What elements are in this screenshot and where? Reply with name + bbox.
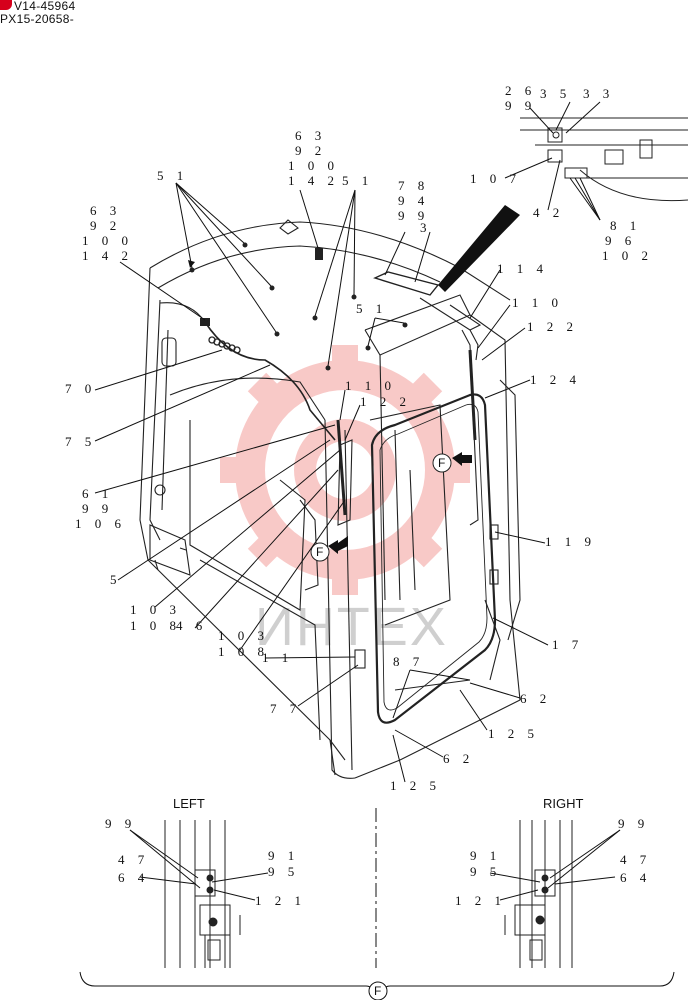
callout-100: 1 0 0 (288, 158, 339, 173)
callout-125: 1 2 5 (488, 726, 539, 741)
detail-callout-64: 6 4 (620, 870, 651, 885)
drawing-number-1: V14-45964 (14, 0, 76, 13)
callout-78: 7 8 (398, 178, 429, 193)
detail-callout-47: 4 7 (118, 852, 149, 867)
callout-87: 8 7 (393, 654, 424, 669)
callout-labels: 2 6 9 9 3 5 3 3 1 0 7 4 2 8 1 9 6 1 0 2 … (65, 83, 653, 793)
detail-callout-47: 4 7 (620, 852, 651, 867)
callout-33: 3 3 (583, 86, 614, 101)
callout-11: 1 1 (262, 650, 293, 665)
callout-99: 9 9 (82, 501, 113, 516)
callout-96: 9 6 (605, 233, 636, 248)
detail-callout-91: 9 1 (268, 848, 299, 863)
callout-17: 1 7 (552, 637, 583, 652)
callout-108: 1 0 8 (130, 618, 181, 633)
detail-callouts: 9 9 4 7 6 4 9 1 9 5 1 2 1 9 1 9 5 1 2 1 … (105, 816, 651, 908)
cab-structure (139, 219, 521, 779)
detail-callout-121: 1 2 1 (255, 893, 306, 908)
callout-142: 1 4 2 (288, 173, 339, 188)
detail-callout-91: 9 1 (470, 848, 501, 863)
callout-106: 1 0 6 (75, 516, 126, 531)
callout-62: 6 2 (520, 691, 551, 706)
callout-142: 1 4 2 (82, 248, 133, 263)
view-ref-f-b: F (316, 545, 323, 559)
brand-logo-icon (0, 0, 12, 10)
callout-35: 3 5 (540, 86, 571, 101)
callout-63: 6 3 (90, 203, 121, 218)
callout-62: 6 2 (443, 751, 474, 766)
callout-3: 3 (420, 220, 432, 235)
inset-detail-top (520, 117, 688, 202)
callout-107: 1 0 7 (470, 171, 521, 186)
view-ref-f-a: F (438, 456, 445, 470)
callout-26: 2 6 (505, 83, 536, 98)
callout-99: 9 9 (398, 208, 429, 223)
callout-81: 8 1 (610, 218, 641, 233)
detail-callout-64: 6 4 (118, 870, 149, 885)
callout-125: 1 2 5 (390, 778, 441, 793)
detail-right-title: RIGHT (543, 796, 584, 811)
callout-46: 4 6 (176, 618, 207, 633)
callout-110: 1 1 0 (345, 378, 396, 393)
callout-108: 1 0 8 (218, 644, 269, 659)
detail-right-drawing (504, 820, 573, 968)
callout-70: 7 0 (65, 381, 96, 396)
callout-110: 1 1 0 (512, 295, 563, 310)
callout-103: 1 0 3 (130, 602, 181, 617)
callout-122: 1 2 2 (360, 394, 411, 409)
callout-5: 5 (110, 572, 122, 587)
callout-94: 9 4 (398, 193, 429, 208)
callout-124: 1 2 4 (530, 372, 581, 387)
callout-100: 1 0 0 (82, 233, 133, 248)
callout-75: 7 5 (65, 434, 96, 449)
callout-102: 1 0 2 (602, 248, 653, 263)
detail-leader-lines (129, 829, 621, 901)
callout-42: 4 2 (533, 205, 564, 220)
detail-callout-121: 1 2 1 (455, 893, 506, 908)
callout-77: 7 7 (270, 701, 301, 716)
detail-left-drawing (164, 820, 241, 968)
callout-63: 6 3 (295, 128, 326, 143)
connector-cluster (208, 336, 241, 354)
watermark-text: ИНТЕХ (255, 597, 448, 657)
callout-92: 9 2 (90, 218, 121, 233)
callout-51: 5 1 (356, 301, 387, 316)
callout-103: 1 0 3 (218, 628, 269, 643)
detail-ref-circle-icon (368, 981, 388, 1000)
detail-left-title: LEFT (173, 796, 205, 811)
detail-ref-letter: F (374, 984, 381, 998)
callout-92: 9 2 (295, 143, 326, 158)
arrowhead (188, 260, 195, 268)
leader-lines (94, 101, 601, 783)
callout-119: 1 1 9 (545, 534, 596, 549)
fastener-dots (189, 242, 408, 371)
view-marker-f-icon (310, 452, 472, 562)
callout-51: 5 1 (342, 173, 373, 188)
detail-callout-95: 9 5 (470, 864, 501, 879)
detail-callout-95: 9 5 (268, 864, 299, 879)
inset-pointer-arrow (438, 205, 520, 292)
callout-114: 1 1 4 (497, 261, 548, 276)
callout-99: 9 9 (505, 98, 536, 113)
callout-51: 5 1 (157, 168, 188, 183)
detail-callout-99: 9 9 (105, 816, 136, 831)
drawing-number-2: PX15-20658- (0, 12, 75, 26)
callout-122: 1 2 2 (527, 319, 578, 334)
callout-61: 6 1 (82, 486, 113, 501)
detail-callout-99: 9 9 (618, 816, 649, 831)
